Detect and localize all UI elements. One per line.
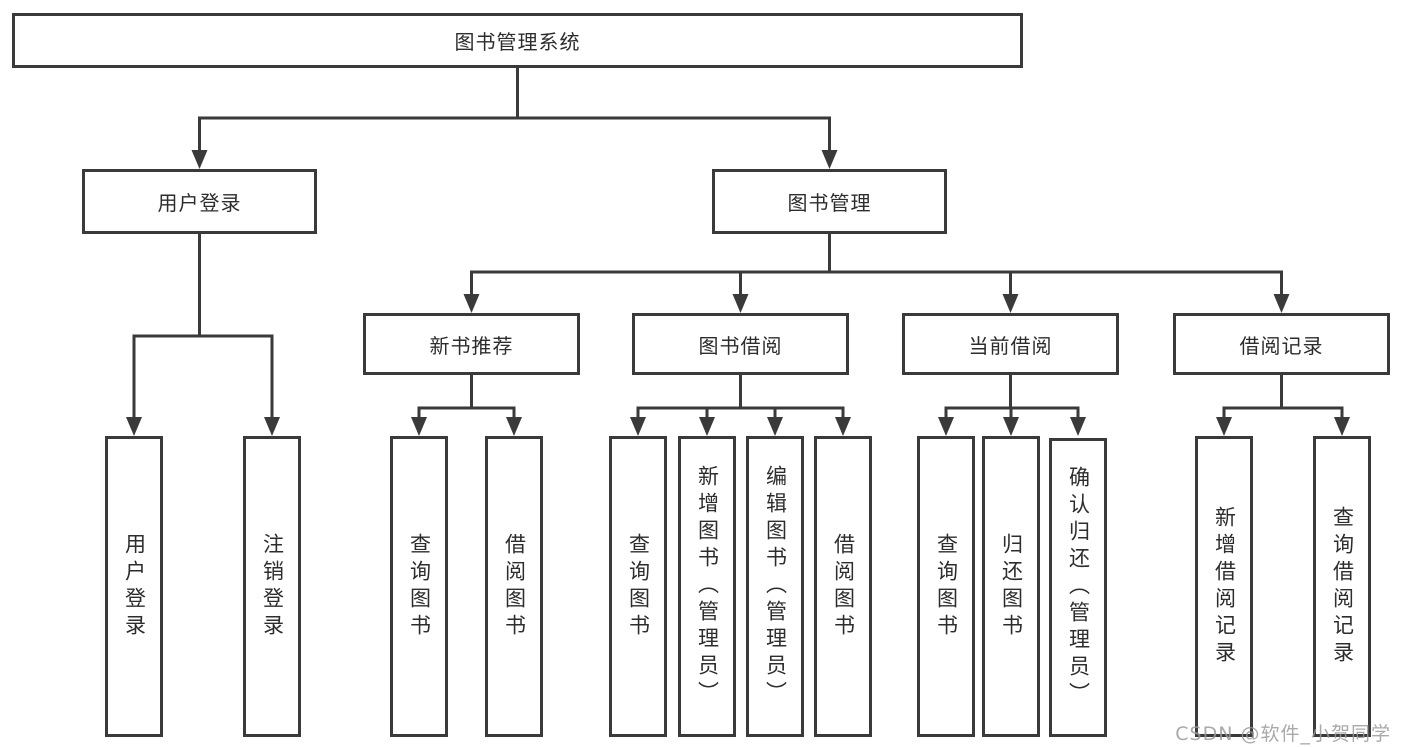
node-borrow-record: 借阅记录 (1173, 313, 1390, 375)
node-leaf-current-return-book-label: 归还图书 (999, 532, 1024, 641)
node-leaf-logout-login-label: 注销登录 (260, 532, 285, 641)
node-leaf-record-query-record: 查询借阅记录 (1313, 436, 1371, 737)
node-book-management-branch: 图书管理 (712, 169, 947, 234)
node-new-book-recommend-label: 新书推荐 (429, 333, 514, 358)
node-leaf-current-confirm-return-admin-label: 确认归还（管理员） (1066, 466, 1091, 709)
node-user-login-branch: 用户登录 (82, 169, 317, 234)
node-leaf-recommend-borrow-book-label: 借阅图书 (502, 532, 527, 641)
node-leaf-logout-login: 注销登录 (243, 436, 301, 737)
node-leaf-borrow-add-book-admin-label: 新增图书（管理员） (695, 465, 720, 708)
node-leaf-record-add-record: 新增借阅记录 (1195, 436, 1253, 737)
node-current-borrow-label: 当前借阅 (968, 333, 1053, 358)
node-current-borrow: 当前借阅 (902, 313, 1119, 375)
node-leaf-current-return-book: 归还图书 (982, 436, 1040, 737)
node-leaf-record-query-record-label: 查询借阅记录 (1330, 505, 1355, 668)
node-leaf-borrow-query-book-label: 查询图书 (626, 532, 651, 641)
node-leaf-borrow-query-book: 查询图书 (609, 436, 667, 737)
node-book-borrow: 图书借阅 (632, 313, 849, 375)
node-root-system: 图书管理系统 (12, 13, 1023, 68)
node-new-book-recommend: 新书推荐 (363, 313, 580, 375)
node-leaf-recommend-borrow-book: 借阅图书 (485, 436, 543, 737)
node-leaf-current-confirm-return-admin: 确认归还（管理员） (1049, 438, 1107, 737)
node-leaf-borrow-edit-book-admin-label: 编辑图书（管理员） (763, 465, 788, 708)
csdn-watermark: CSDN @软件_小贺同学 (1175, 723, 1391, 745)
node-leaf-borrow-borrow-book: 借阅图书 (814, 436, 872, 737)
node-book-borrow-label: 图书借阅 (698, 333, 783, 358)
node-leaf-borrow-add-book-admin: 新增图书（管理员） (678, 436, 736, 737)
node-root-system-label: 图书管理系统 (454, 30, 581, 54)
node-leaf-current-query-book-label: 查询图书 (934, 532, 959, 641)
node-user-login-branch-label: 用户登录 (157, 191, 242, 215)
node-leaf-current-query-book: 查询图书 (917, 436, 975, 737)
node-leaf-borrow-edit-book-admin: 编辑图书（管理员） (746, 436, 804, 737)
node-leaf-user-login: 用户登录 (105, 436, 163, 737)
node-leaf-user-login-label: 用户登录 (122, 532, 147, 641)
node-leaf-recommend-query-book-label: 查询图书 (407, 532, 432, 641)
node-leaf-record-add-record-label: 新增借阅记录 (1212, 505, 1237, 668)
node-leaf-borrow-borrow-book-label: 借阅图书 (831, 532, 856, 641)
node-book-management-branch-label: 图书管理 (787, 191, 872, 215)
node-borrow-record-label: 借阅记录 (1239, 333, 1324, 358)
node-leaf-recommend-query-book: 查询图书 (390, 436, 448, 737)
